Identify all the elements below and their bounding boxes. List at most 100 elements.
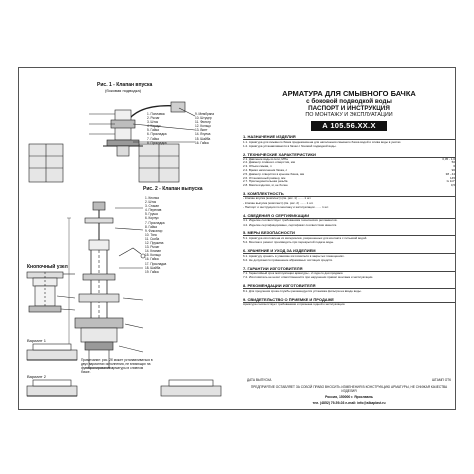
section-paragraph: 8.1. Для продления срока службы рекоменд… [243,288,362,293]
sale-date-label: ДАТА ВЫПУСКА [247,378,272,382]
document-title: АРМАТУРА ДЛЯ СМЫВНОГО БАЧКА [282,89,416,98]
section-paragraph: 4.1. Изделие соответствует требованиям т… [243,218,338,223]
spec-row: 2.2. Диаметр сливного отверстия, мм 50 [243,161,455,165]
section-paragraph: 1.1. Арматура для смывного бачка предназ… [243,139,402,144]
section-paragraph: - Клапан выпуска (комплект) (см. рис. 2)… [243,200,314,205]
spec-key: 2.5. Диаметр отверстия в крышке бачка, м… [243,171,305,176]
callout: 2. Рычаг [147,116,160,121]
fig1-callouts-a: 1. Поплавок 2. Рычаг 3. Шток 4. Корпус 5… [147,112,167,145]
callout: 11. Скоба [145,236,160,241]
section-heading: 7. ГАРАНТИИ ИЗГОТОВИТЕЛЯ [243,266,455,272]
callout: 6. Прокладка [147,132,167,137]
section-paragraph: 5.2. Монтаж и ремонт производить при пер… [243,240,334,245]
spec-row: 2.4. Время наполнения бачка, с 90 [243,167,455,173]
section-heading: 1. НАЗНАЧЕНИЕ ИЗДЕЛИЯ [243,134,455,140]
text-panel: АРМАТУРА ДЛЯ СМЫВНОГО БАЧКА с боковой по… [243,68,455,409]
section-heading: 2. ТЕХНИЧЕСКИЕ ХАРАКТЕРИСТИКИ [243,152,455,158]
section-paragraph: Арматура соответствует требованиям и при… [243,302,346,307]
callout: 8. Гайка [145,224,157,229]
callout: 5. Груша [145,212,158,217]
callout: 1. Поплавок [147,112,165,116]
callout: 19. Гайка [145,269,159,274]
spec-value: 0,05 - 1,0 [442,156,455,161]
spec-value: 90 [451,167,455,172]
callout: 15. Шайба [195,136,211,141]
section-paragraph: 4.2. Изделие сертифицировано, сертификат… [243,222,338,227]
section-paragraph: 6.1. Арматуру хранить в упаковке изготов… [243,253,345,258]
stamp-label: ШТАМП ОТК [431,378,451,382]
footer: ДАТА ВЫПУСКА ШТАМП ОТК ПРЕДПРИЯТИЕ ОСТАВ… [247,374,451,405]
callout: 3. Шток [147,120,159,125]
callout: 5. Гайка [147,128,159,133]
manual-heading: ПО МОНТАЖУ И ЭКСПЛУАТАЦИИ [305,112,393,118]
callout: 3. Стакан [145,204,160,209]
spec-value: 50 [451,160,455,165]
spec-key: 2.1. Давление воды в сети, МПа [243,156,288,161]
address: Россия, 150000 г. Ярославль [325,395,373,399]
inlet-valve-drawing [26,101,222,397]
fig2-title: Рис. 2 - Клапан выпуска [143,186,203,192]
spec-row: 2.6. Установочный размер, мм 145 [243,175,455,181]
section-paragraph: - Паспорт и инструкция по монтажу и эксп… [243,205,329,210]
drawings-panel: Рис. 1 - Клапан впуска (боковая подводка… [19,68,237,409]
callout: 17. Прокладка [145,261,167,266]
spec-key: 2.3. Объем смыва, л [243,164,272,169]
section-paragraph: 6.2. Не допускается применение абразивны… [243,257,333,262]
variant1-label: Вариант 1 [27,338,46,343]
spec-value: 145 [449,175,455,180]
section-heading: 6. ХРАНЕНИЕ И УХОД ЗА ИЗДЕЛИЕМ [243,248,455,255]
spec-row: 2.7. Присоединительная резьба G 1/2" [243,180,455,184]
spec-row: 2.5. Диаметр отверстия в крышке бачка, м… [243,171,455,177]
section-paragraph: 5.1. Арматура изготовлена из материалов,… [243,235,368,240]
knob-title: Кнопочный узел [27,264,68,270]
spec-value: 0,5 [450,183,455,188]
callout: 4. Корпус [147,124,161,129]
section-heading: 4. СВЕДЕНИЯ О СЕРТИФИКАЦИИ [243,213,455,219]
section-paragraph: 1.2. Арматура устанавливается в бачки с … [243,143,337,148]
section-heading: 9. СВИДЕТЕЛЬСТВО О ПРИЕМКЕ И ПРОДАЖЕ [243,297,455,303]
callout: 14. Клапан [145,249,162,254]
spec-row: 2.3. Объем смыва, л 6 [243,164,455,169]
callout: 4. Перелив [145,208,162,213]
section-paragraph: 7.1. Гарантийный срок эксплуатации армат… [243,271,344,276]
callout: 2. Шток [145,200,157,205]
variant2-label: Вариант 2 [27,374,46,379]
passport-sheet: Рис. 1 - Клапан впуска (боковая подводка… [18,67,456,410]
callout: 7. Прокладка [145,220,165,225]
callout: 11. Фильтр [195,120,211,125]
callout: 16. Гайка [145,257,159,262]
contacts: тел. (4852) 79-59-03 e-mail: info@alkapl… [312,401,386,405]
callout: 14. Втулка [195,132,211,137]
fig1-subtitle: (боковая подводка) [105,88,142,93]
fig2-callouts: 1. Кнопка 2. Шток 3. Стакан 4. Перелив 5… [145,196,166,274]
section-heading: 8. РЕКОМЕНДАЦИИ ИЗГОТОВИТЕЛЯ [243,283,455,290]
model-badge: А 105.56.XX.X [311,121,387,131]
section-paragraph: - Клапан впуска (комплект) (см. рис. 1) … [243,196,312,201]
callout: 9. Мембрана [195,112,215,116]
callout: 13. Винт [195,128,208,133]
notice: ПРЕДПРИЯТИЕ ОСТАВЛЯЕТ ЗА СОБОЙ ПРАВО ВНО… [250,385,448,393]
spec-value: 38 - 44 [445,171,455,176]
spec-key: 2.7. Присоединительная резьба [243,179,288,184]
callout: 12. Кольцо [195,124,211,129]
spec-key: 2.6. Установочный размер, мм [243,175,286,180]
callout: 15. Кольцо [145,253,161,258]
spec-value: 6 [453,164,455,169]
fig1-title: Рис. 1 - Клапан впуска [97,82,153,88]
callout: 9. Фиксатор [145,228,163,233]
spec-key: 2.4. Время наполнения бачка, с [243,167,288,172]
spec-value: G 1/2" [446,179,455,184]
section-heading: 5. МЕРЫ БЕЗОПАСНОСТИ [243,230,455,237]
spec-row: 2.8. Масса изделия, кг, не более 0,5 [243,183,455,188]
fig1-callouts-b: 9. Мембрана 10. Штуцер 11. Фильтр 12. Ко… [195,112,214,145]
spec-key: 2.8. Масса изделия, кг, не более [243,183,288,188]
callout: 10. Тяга [145,232,157,237]
callout: 6. Корпус [145,216,159,221]
callout: 7. Гайка [147,136,159,141]
callout: 18. Шайба [145,265,161,270]
callout: 8. Прокладка [147,140,167,145]
spec-key: 2.2. Диаметр сливного отверстия, мм [243,160,295,165]
section-heading: 3. КОМПЛЕКТНОСТЬ [243,191,455,197]
callout: 1. Кнопка [145,196,159,200]
